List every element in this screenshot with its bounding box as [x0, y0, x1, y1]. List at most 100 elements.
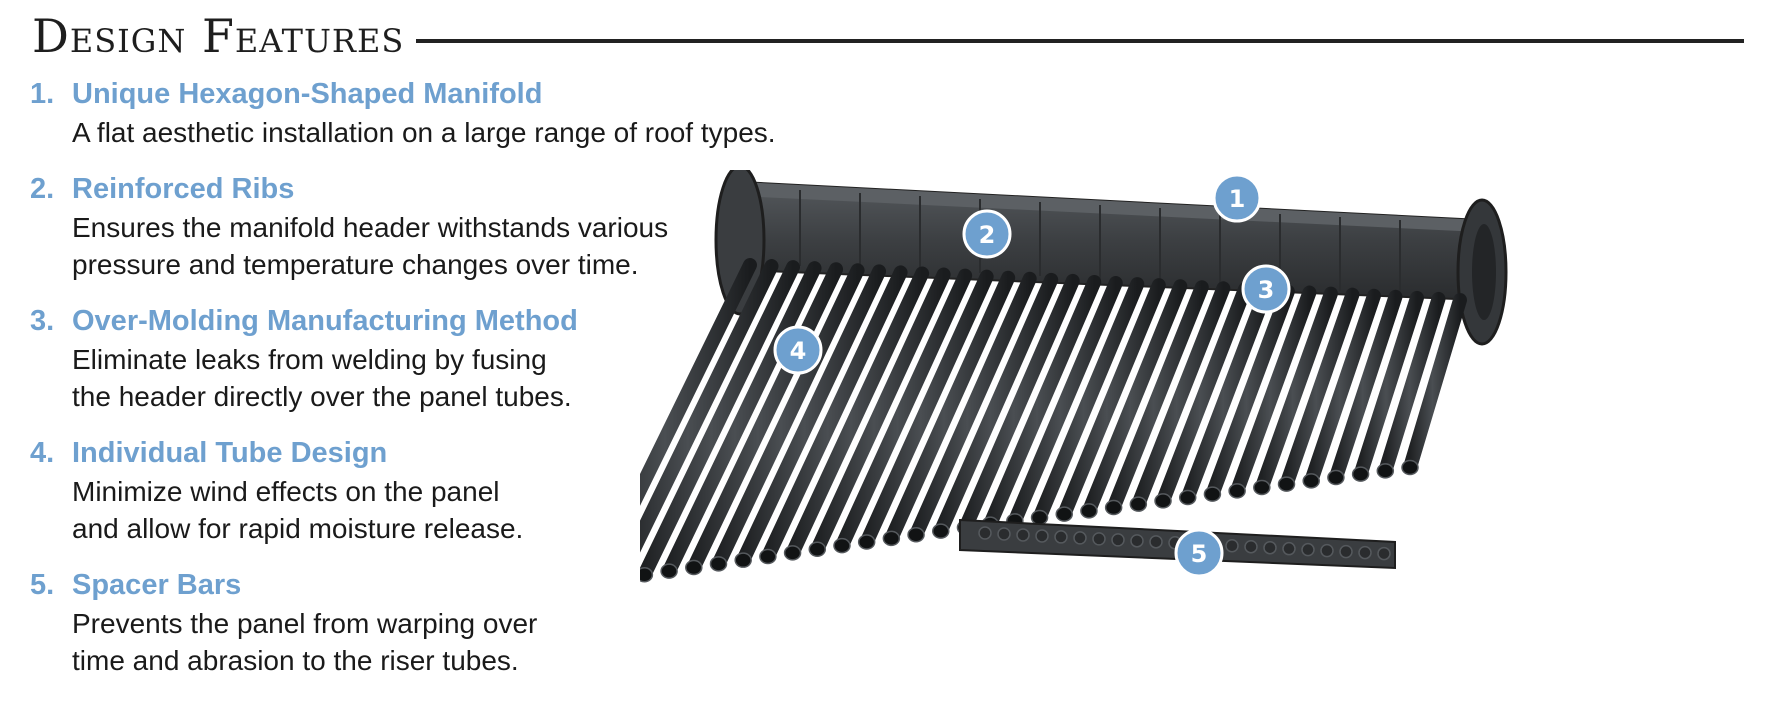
spacer-hole	[1054, 530, 1068, 544]
tube-end	[1080, 503, 1098, 519]
tube-end	[833, 537, 851, 554]
tube-end	[1154, 493, 1172, 509]
feature-number: 2.	[30, 173, 55, 205]
feature-item-1: 1. Unique Hexagon-Shaped Manifold A flat…	[30, 74, 910, 151]
spacer-hole	[978, 526, 992, 540]
tube-end	[1104, 499, 1123, 516]
tube-end	[783, 545, 802, 561]
riser-tube	[1230, 285, 1317, 498]
tube-end	[734, 552, 752, 568]
spacer-hole	[1073, 531, 1087, 545]
feature-item-4: 4. Individual Tube Design Minimize wind …	[30, 433, 910, 547]
title-rule	[416, 39, 1744, 43]
tube-end	[1129, 496, 1148, 512]
tube-end	[907, 526, 925, 543]
riser-tube	[736, 264, 887, 568]
feature-title: Spacer Bars	[72, 569, 242, 601]
riser-tube	[859, 269, 994, 549]
riser-tube	[1279, 287, 1360, 492]
tube-end	[882, 530, 901, 547]
riser-tube	[1353, 290, 1424, 482]
feature-item-2: 2. Reinforced Ribs Ensures the manifold …	[30, 169, 910, 283]
riser-tube	[834, 268, 973, 553]
spacer-hole	[1320, 543, 1334, 558]
callout-label: 5	[1191, 540, 1208, 568]
riser-tube	[1403, 293, 1467, 475]
tube-end	[1327, 469, 1345, 486]
tube-end	[1178, 489, 1197, 506]
callout-label: 1	[1229, 185, 1246, 213]
tube-end	[1030, 509, 1049, 526]
spacer-hole	[1282, 541, 1296, 556]
tube-end	[660, 563, 678, 579]
riser-tube	[1131, 281, 1231, 512]
feature-item-5: 5. Spacer Bars Prevents the panel from w…	[30, 565, 910, 679]
callout-5: 5	[1174, 528, 1224, 578]
page-title: Design Features	[32, 9, 405, 63]
spacer-hole	[1358, 545, 1372, 560]
solar-panel-drawing: 1 2 3 4 5	[640, 170, 1508, 583]
feature-description-line: Eliminate leaks from welding by fusing	[72, 344, 547, 375]
riser-tube	[810, 267, 951, 557]
callout-4: 4	[773, 325, 823, 375]
spacer-hole	[1092, 532, 1106, 546]
riser-tube	[760, 265, 908, 564]
riser-tube	[640, 260, 801, 582]
spacer-hole	[1130, 534, 1144, 548]
tube-end	[1351, 466, 1370, 482]
tube-end	[1228, 483, 1246, 499]
spacer-hole	[1111, 533, 1125, 547]
spacer-hole	[1339, 544, 1353, 559]
solar-panel-illustration: 1 2 3 4 5	[640, 170, 1760, 680]
riser-tube	[1180, 283, 1274, 505]
riser-tube	[1106, 280, 1209, 515]
tube-end	[857, 534, 876, 550]
feature-number: 1.	[30, 78, 55, 110]
spacer-hole	[1301, 542, 1315, 557]
spacer-hole	[997, 527, 1011, 541]
feature-item-3: 3. Over-Molding Manufacturing Method Eli…	[30, 301, 910, 415]
feature-number: 4.	[30, 437, 55, 469]
riser-tube	[1304, 288, 1381, 488]
spacer-hole	[1263, 540, 1277, 555]
feature-title: Reinforced Ribs	[72, 173, 295, 205]
tube-end	[1302, 473, 1320, 489]
tube-end	[709, 556, 728, 572]
callout-label: 2	[979, 221, 996, 249]
callout-label: 4	[790, 337, 807, 365]
spacer-hole	[1225, 538, 1239, 553]
feature-list: 1. Unique Hexagon-Shaped Manifold A flat…	[30, 74, 910, 697]
spacer-hole	[1244, 539, 1258, 554]
feature-number: 5.	[30, 569, 55, 601]
spacer-hole	[1035, 529, 1049, 543]
riser-tube	[933, 272, 1059, 539]
spacer-hole	[1377, 546, 1391, 561]
riser-tube	[1081, 279, 1188, 518]
riser-tube	[686, 262, 844, 575]
callout-1: 1	[1212, 173, 1262, 223]
callout-3: 3	[1241, 264, 1291, 314]
tube-end	[1401, 459, 1419, 476]
riser-tube	[711, 263, 865, 571]
riser-tube	[1254, 286, 1338, 495]
riser-tube	[884, 270, 1016, 546]
riser-tube	[1205, 284, 1295, 502]
riser-tube	[1007, 276, 1123, 528]
tube-end	[1055, 506, 1073, 522]
riser-tube	[909, 271, 1037, 542]
riser-tube	[662, 261, 822, 579]
spacer-hole	[1149, 535, 1163, 549]
riser-tube	[1328, 289, 1403, 485]
feature-description-line: time and abrasion to the riser tubes.	[72, 645, 519, 676]
tube-end	[1203, 486, 1222, 502]
riser-tube	[1057, 278, 1166, 522]
spacer-hole	[1016, 528, 1030, 542]
callout-2: 2	[962, 209, 1012, 259]
feature-description-line: Minimize wind effects on the panel	[72, 476, 500, 507]
feature-description-line: and allow for rapid moisture release.	[72, 513, 524, 544]
tube-end	[1277, 476, 1296, 492]
feature-title: Over-Molding Manufacturing Method	[72, 305, 578, 337]
riser-tube	[1378, 291, 1446, 478]
riser-tube	[1156, 282, 1252, 508]
riser-tube	[983, 274, 1102, 532]
